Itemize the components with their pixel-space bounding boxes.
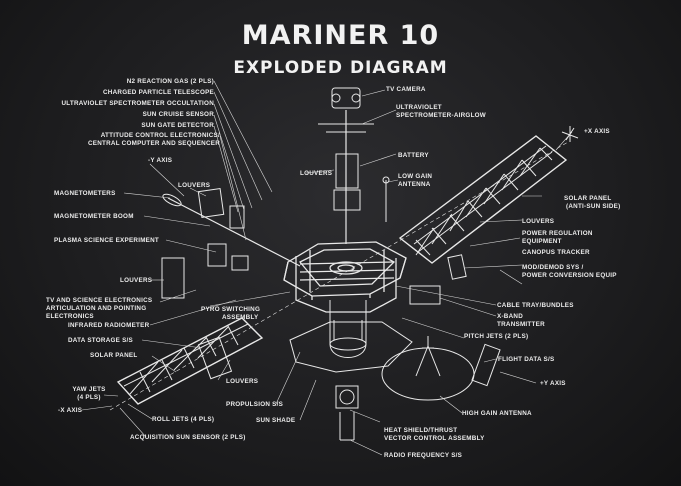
label-power-conversion: POWER CONVERSION EQUIP xyxy=(522,272,617,279)
label-neg-y-axis: -Y AXIS xyxy=(148,157,173,164)
page-subtitle: EXPLODED DIAGRAM xyxy=(233,58,448,78)
solar-panel-right xyxy=(398,135,568,264)
label-magnetometers: MAGNETOMETERS xyxy=(54,190,116,197)
label-power-regulation: POWER REGULATION xyxy=(522,230,593,237)
label-pos-x-axis: +X AXIS xyxy=(584,128,610,135)
camera-mast xyxy=(318,87,390,244)
label-electronics: ELECTRONICS xyxy=(46,313,94,320)
label-yaw-jets-count: (4 PLS) xyxy=(77,394,101,401)
label-plasma-science: PLASMA SCIENCE EXPERIMENT xyxy=(54,237,160,244)
label-cable-tray: CABLE TRAY/BUNDLES xyxy=(497,302,574,309)
label-uv-occultation: ULTRAVIOLET SPECTROMETER OCCULTATION xyxy=(61,100,214,107)
label-heat-shield: HEAT SHIELD/THRUST xyxy=(384,427,458,434)
label-yaw-jets: YAW JETS xyxy=(72,386,106,393)
label-propulsion: PROPULSION S/S xyxy=(226,401,284,408)
label-sun-cruise-sensor: SUN CRUISE SENSOR xyxy=(142,111,214,118)
label-articulation-pointing: ARTICULATION AND POINTING xyxy=(46,305,147,312)
spacecraft-bus xyxy=(283,241,407,313)
label-sun-shade: SUN SHADE xyxy=(256,417,296,424)
label-roll-jets: ROLL JETS (4 PLS) xyxy=(152,416,215,423)
label-pitch-jets: PITCH JETS (2 PLS) xyxy=(464,333,529,340)
label-xband: X-BAND xyxy=(497,313,523,320)
label-louvers-top-left: LOUVERS xyxy=(178,182,211,189)
label-pyro-switching: PYRO SWITCHING xyxy=(201,306,261,313)
label-louvers-left: LOUVERS xyxy=(120,277,153,284)
label-pos-y-axis: +Y AXIS xyxy=(540,380,566,387)
label-data-storage: DATA STORAGE S/S xyxy=(68,337,133,344)
label-battery: BATTERY xyxy=(398,152,429,159)
label-thrust-vector: VECTOR CONTROL ASSEMBLY xyxy=(384,435,485,442)
label-tv-camera: TV CAMERA xyxy=(386,86,426,93)
label-magnetometer-boom: MAGNETOMETER BOOM xyxy=(54,213,134,220)
label-acquisition-sun-sensor: ACQUISITION SUN SENSOR (2 PLS) xyxy=(130,434,246,441)
label-pyro-assembly: ASSEMBLY xyxy=(222,314,259,321)
label-attitude-control: ATTITUDE CONTROL ELECTRONICS/ xyxy=(100,132,220,139)
label-louvers-bottom: LOUVERS xyxy=(226,378,259,385)
label-sun-gate-detector: SUN GATE DETECTOR xyxy=(141,122,214,129)
label-spectrometer-airglow: SPECTROMETER-AIRGLOW xyxy=(396,112,487,119)
label-solar-panel-right: SOLAR PANEL xyxy=(564,195,612,202)
label-radio-frequency: RADIO FREQUENCY S/S xyxy=(384,452,463,459)
label-charged-particle-telescope: CHARGED PARTICLE TELESCOPE xyxy=(103,89,214,96)
label-tv-science-electronics: TV AND SCIENCE ELECTRONICS xyxy=(46,297,153,304)
label-louvers-right: LOUVERS xyxy=(522,218,555,225)
label-low-gain-antenna: ANTENNA xyxy=(398,181,431,188)
label-anti-sun-side: (ANTI-SUN SIDE) xyxy=(566,203,621,210)
high-gain-antenna xyxy=(381,336,475,401)
label-louvers-center: LOUVERS xyxy=(300,170,333,177)
label-canopus-tracker: CANOPUS TRACKER xyxy=(522,249,590,256)
label-ultraviolet: ULTRAVIOLET xyxy=(396,104,442,111)
propulsion-unit xyxy=(289,300,413,373)
label-power-regulation-equipment: EQUIPMENT xyxy=(522,238,562,245)
label-low-gain: LOW GAIN xyxy=(398,173,433,180)
label-flight-data: FLIGHT DATA S/S xyxy=(498,356,555,363)
label-transmitter: TRANSMITTER xyxy=(497,321,545,328)
label-infrared-radiometer: INFRARED RADIOMETER xyxy=(68,322,150,329)
label-neg-x-axis: -X AXIS xyxy=(58,407,83,414)
label-central-computer: CENTRAL COMPUTER AND SEQUENCER xyxy=(87,140,220,147)
label-n2-reaction-gas: N2 REACTION GAS (2 PLS) xyxy=(126,78,214,85)
page-title: MARINER 10 xyxy=(241,20,440,51)
label-moddemod: MOD/DEMOD SYS / xyxy=(522,264,584,271)
solar-panel-left xyxy=(116,317,264,405)
label-solar-panel-left: SOLAR PANEL xyxy=(90,352,138,359)
thrust-vector-assembly xyxy=(335,385,359,441)
label-high-gain-antenna: HIGH GAIN ANTENNA xyxy=(462,410,532,417)
